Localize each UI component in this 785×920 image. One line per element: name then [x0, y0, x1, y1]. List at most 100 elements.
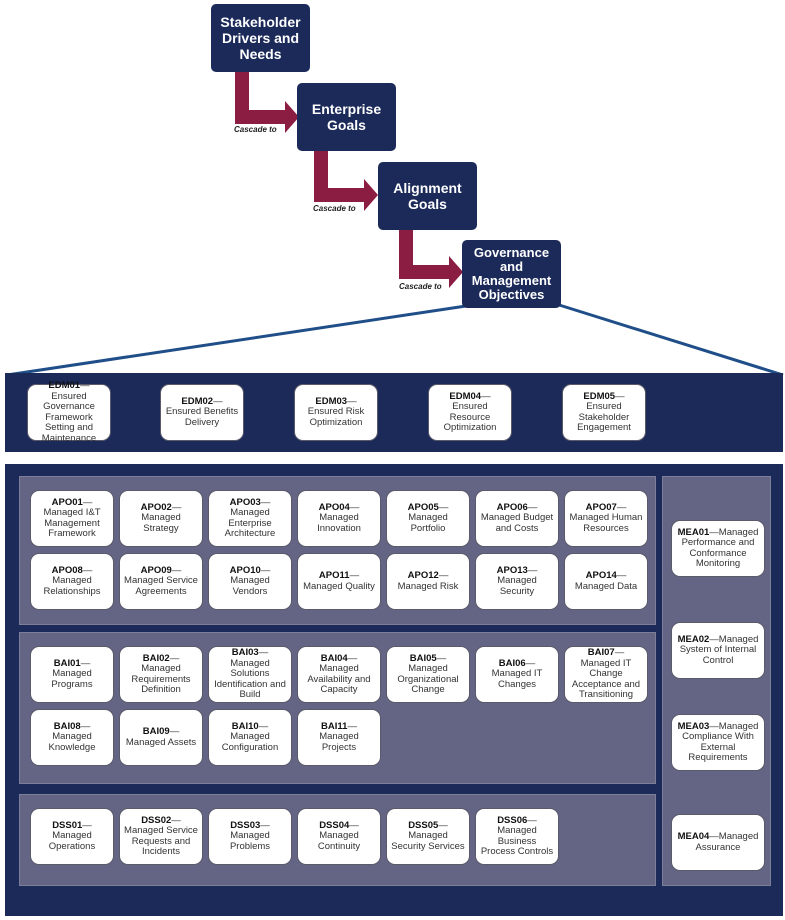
objective-name: Managed Innovation — [317, 512, 361, 534]
objective-name: Managed Vendors — [230, 575, 270, 597]
objective-card-apo09: APO09—Managed Service Agreements — [119, 553, 203, 610]
objective-separator: — — [347, 652, 358, 664]
objective-code: BAI05 — [409, 652, 437, 664]
objective-name: Managed Organizational Change — [397, 663, 459, 695]
objective-code: EDM05 — [583, 390, 616, 402]
objective-name: Managed Projects — [319, 731, 359, 753]
objective-separator: — — [213, 395, 223, 407]
objective-card-text: MEA01—Managed Performance and Conformanc… — [676, 527, 760, 570]
objective-card-text: EDM02—Ensured Benefits Delivery — [165, 395, 239, 429]
objective-name: Managed Security Services — [391, 830, 465, 852]
objective-separator: — — [525, 657, 536, 669]
objective-name: Managed Assets — [125, 736, 197, 748]
objective-code: EDM03 — [315, 395, 348, 407]
objective-card-text: APO14—Managed Data — [569, 570, 643, 592]
objective-name: Managed System of Internal Control — [679, 633, 759, 666]
objective-separator: — — [171, 501, 182, 513]
objective-card-mea01: MEA01—Managed Performance and Conformanc… — [671, 520, 765, 577]
objective-code: APO10 — [229, 564, 261, 576]
objective-separator: — — [347, 720, 357, 732]
objective-card-text: MEA02—Managed System of Internal Control — [676, 633, 760, 667]
objective-separator: — — [615, 390, 625, 402]
objective-separator: — — [258, 647, 269, 659]
objective-name: Managed Quality — [303, 580, 375, 592]
objective-card-text: APO04—Managed Innovation — [302, 502, 376, 535]
objective-separator: — — [80, 720, 91, 732]
objective-separator: — — [260, 496, 271, 508]
objective-code: DSS03 — [230, 819, 261, 831]
objective-code: MEA02 — [677, 633, 710, 645]
objective-separator: — — [527, 501, 538, 513]
objective-card-text: BAI05—Managed Organizational Change — [391, 652, 465, 696]
objective-separator: — — [82, 564, 93, 576]
objective-name: Managed Budget and Costs — [480, 512, 554, 534]
objective-name: Managed Risk — [397, 580, 459, 592]
objective-card-apo05: APO05—Managed Portfolio — [386, 490, 470, 547]
objective-card-dss03: DSS03—Managed Problems — [208, 808, 292, 865]
objective-name: Managed I&T Management Framework — [43, 507, 101, 539]
objective-separator: — — [349, 819, 359, 831]
objective-name: Managed Security — [497, 575, 537, 597]
objective-card-bai05: BAI05—Managed Organizational Change — [386, 646, 470, 703]
objective-separator: — — [82, 496, 93, 508]
objective-name: Ensured Risk Optimization — [307, 406, 365, 428]
objective-code: BAI11 — [321, 720, 348, 732]
objective-code: EDM01 — [48, 380, 81, 391]
mea-domain-panel: MEA01—Managed Performance and Conformanc… — [662, 476, 771, 886]
objective-card-mea02: MEA02—Managed System of Internal Control — [671, 622, 765, 679]
objective-code: DSS01 — [52, 819, 83, 831]
objective-separator: — — [169, 726, 180, 737]
cascade-arrows — [6, 72, 784, 377]
objective-code: BAI07 — [587, 647, 615, 659]
objective-card-text: DSS04—Managed Continuity — [302, 819, 376, 853]
objective-name: Managed Business Process Controls — [480, 825, 554, 857]
objective-name: Ensured Resource Optimization — [443, 401, 497, 433]
cascade-label-2: Cascade to — [313, 204, 356, 213]
objective-separator: — — [616, 570, 627, 581]
objective-name: Managed IT Changes — [491, 668, 543, 690]
objective-card-apo10: APO10—Managed Vendors — [208, 553, 292, 610]
objective-card-edm05: EDM05—Ensured Stakeholder Engagement — [562, 384, 646, 441]
objective-card-text: MEA03—Managed Compliance With External R… — [676, 721, 760, 764]
objective-code: APO02 — [140, 501, 172, 513]
connector-right — [555, 302, 784, 377]
objective-card-apo04: APO04—Managed Innovation — [297, 490, 381, 547]
cascade-step-stakeholder: Stakeholder Drivers and Needs — [211, 4, 310, 72]
objective-separator: — — [260, 819, 270, 831]
objective-card-text: APO05—Managed Portfolio — [391, 502, 465, 535]
objective-card-text: BAI11—Managed Projects — [302, 720, 376, 754]
objective-name: Ensured Benefits Delivery — [165, 406, 239, 428]
objective-code: BAI10 — [231, 720, 259, 732]
objective-card-apo01: APO01—Managed I&T Management Framework — [30, 490, 114, 547]
objective-code: APO12 — [407, 570, 439, 581]
objective-card-text: DSS06—Managed Business Process Controls — [480, 814, 554, 858]
cascade-label-3: Cascade to — [399, 282, 442, 291]
objective-name: Managed Operations — [48, 830, 96, 852]
objective-separator: — — [258, 720, 269, 732]
objective-card-text: APO07—Managed Human Resources — [569, 502, 643, 535]
objective-card-apo03: APO03—Managed Enterprise Architecture — [208, 490, 292, 547]
objective-card-bai10: BAI10—Managed Configuration — [208, 709, 292, 766]
objective-code: APO14 — [585, 570, 617, 581]
objective-card-text: MEA04—Managed Assurance — [676, 831, 760, 853]
objective-card-text: BAI03—Managed Solutions Identification a… — [213, 648, 287, 701]
objective-code: EDM02 — [181, 395, 214, 407]
objective-card-dss02: DSS02—Managed Service Requests and Incid… — [119, 808, 203, 865]
objective-separator: — — [80, 657, 91, 669]
objective-separator: — — [82, 819, 92, 831]
objective-card-text: APO13—Managed Security — [480, 565, 554, 598]
connector-left — [6, 304, 467, 377]
objective-card-text: DSS03—Managed Problems — [213, 819, 287, 853]
objective-card-text: BAI08—Managed Knowledge — [35, 720, 109, 754]
objective-card-text: BAI06—Managed IT Changes — [480, 657, 554, 691]
objective-card-text: APO02—Managed Strategy — [124, 501, 198, 535]
objective-code: DSS06 — [497, 814, 528, 826]
objective-name: Managed Requirements Definition — [131, 663, 191, 695]
objective-separator: — — [80, 380, 90, 391]
objective-separator: — — [171, 814, 181, 826]
objective-name: Managed Availability and Capacity — [307, 663, 371, 695]
objective-code: BAI09 — [142, 726, 170, 737]
